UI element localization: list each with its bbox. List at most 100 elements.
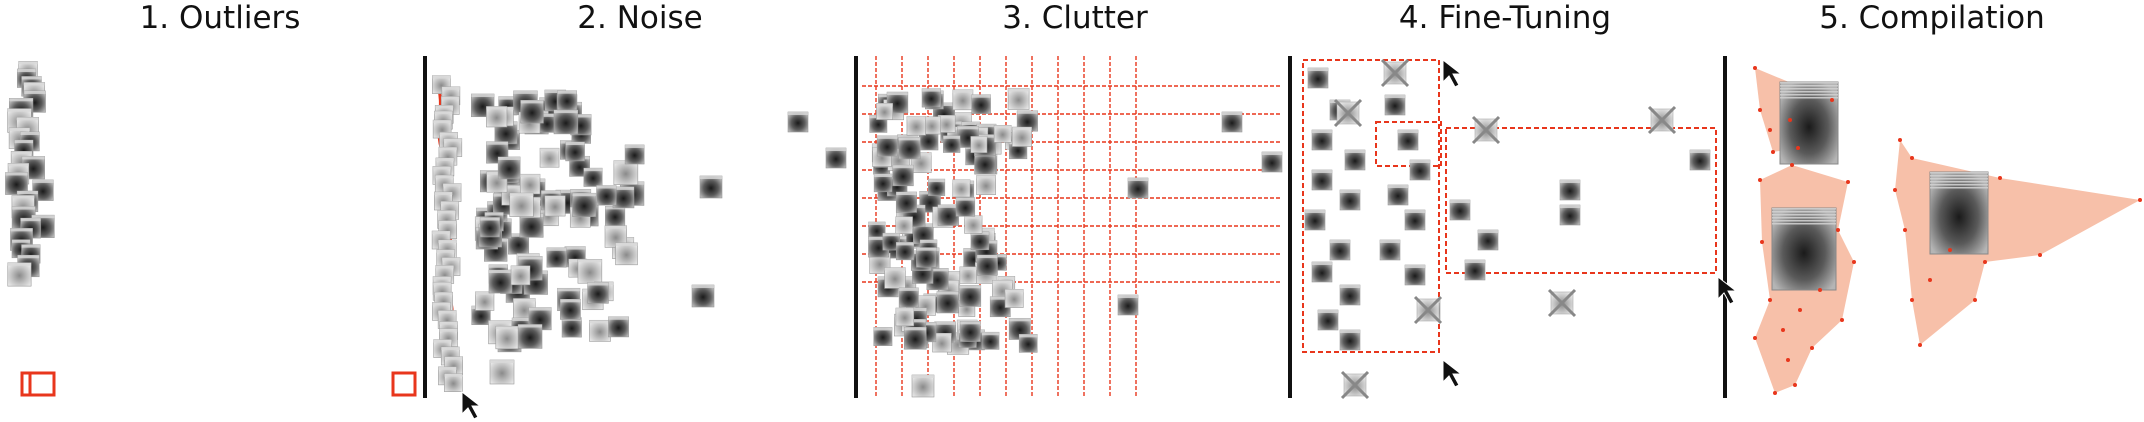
thumbnail <box>959 266 977 284</box>
hull-point <box>1910 298 1914 302</box>
removed-cross-icon <box>1413 295 1443 325</box>
thumbnail <box>1127 177 1149 199</box>
thumbnail <box>892 164 914 187</box>
thumbnail <box>560 298 581 320</box>
thumbnail <box>1221 111 1243 133</box>
thumbnail <box>519 173 541 195</box>
thumbnail <box>1449 199 1471 221</box>
hull-point <box>2038 253 2042 257</box>
thumbnail <box>974 152 996 175</box>
thumbnail <box>916 247 937 268</box>
hull-point <box>1910 156 1914 160</box>
removed-cross-icon <box>1340 370 1370 400</box>
thumbnail <box>520 100 544 124</box>
cursor-icon <box>1442 358 1463 388</box>
panel-fine-tuning: 4. Fine-Tuning <box>1290 0 1720 422</box>
hull-point <box>1790 163 1794 167</box>
removed-cross-icon <box>1647 105 1677 135</box>
thumbnail <box>1397 129 1419 151</box>
thumbnail <box>1559 204 1581 226</box>
hull-point <box>1810 346 1814 350</box>
thumbnail <box>539 147 560 168</box>
compiled-thumbnail <box>1771 207 1837 291</box>
thumbnail <box>787 111 809 133</box>
panel-title: 2. Noise <box>577 0 703 36</box>
hull-point <box>1840 318 1844 322</box>
hull-point <box>1788 118 1792 122</box>
hull-point <box>1918 343 1922 347</box>
panel-outliers: 1. Outliers <box>0 0 440 422</box>
thumbnail <box>1329 239 1351 261</box>
hull-point <box>1793 383 1797 387</box>
thumbnail <box>1387 184 1409 206</box>
thumbnail <box>976 175 996 195</box>
thumbnail <box>876 135 898 157</box>
thumbnail <box>937 204 959 226</box>
thumbnail <box>981 331 1000 350</box>
panel-title: 1. Outliers <box>139 0 301 36</box>
thumbnail <box>895 242 915 261</box>
thumbnail <box>952 179 971 198</box>
thumbnail <box>932 332 952 353</box>
thumbnail <box>1307 67 1329 89</box>
thumbnail <box>489 359 515 385</box>
hull-point <box>1771 150 1775 154</box>
hull-point <box>1798 308 1802 312</box>
thumbnail <box>873 173 893 193</box>
thumbnail <box>615 242 638 266</box>
hull-point <box>1768 128 1772 132</box>
thumbnail <box>561 317 582 338</box>
thumbnail <box>691 284 715 308</box>
thumbnail <box>911 374 935 398</box>
hull-point <box>1893 188 1897 192</box>
thumbnail <box>873 327 893 346</box>
thumbnail <box>583 167 603 187</box>
thumbnail <box>970 136 988 153</box>
thumbnail <box>993 125 1012 143</box>
thumbnail <box>884 267 906 289</box>
thumbnail <box>509 192 534 217</box>
thumbnail <box>605 206 626 227</box>
thumbnail <box>825 147 847 169</box>
thumbnail <box>1117 294 1139 316</box>
thumbnail <box>475 291 495 311</box>
thumbnail <box>1689 149 1711 171</box>
outlier-box-icon <box>20 371 56 397</box>
thumbnail <box>1018 334 1038 353</box>
thumbnail <box>488 269 513 294</box>
hull-points <box>1753 66 2142 395</box>
thumbnail <box>517 324 543 349</box>
thumbnail <box>1011 126 1032 147</box>
cursor-icon <box>1442 58 1463 88</box>
panel-clutter: 3. Clutter <box>855 0 1295 422</box>
hull-point <box>1928 278 1932 282</box>
hull-point <box>1818 288 1822 292</box>
removed-cross-icon <box>1471 115 1501 145</box>
thumbnail <box>5 172 28 195</box>
hull-point <box>1753 336 1757 340</box>
cursor-icon <box>461 390 482 420</box>
hull-point <box>1973 298 1977 302</box>
thumbnail <box>546 247 567 268</box>
thumbnail <box>587 282 609 304</box>
hull-point <box>1903 228 1907 232</box>
thumbnail <box>624 144 645 165</box>
thumbnail <box>1379 239 1401 261</box>
thumbnail <box>970 231 990 251</box>
hull-point <box>1753 66 1757 70</box>
thumbnail <box>565 141 585 162</box>
hull-point <box>1758 108 1762 112</box>
compiled-thumbnail <box>1929 171 1989 255</box>
thumbnail <box>510 265 531 286</box>
hull-point <box>1898 138 1902 142</box>
thumbnail <box>589 319 611 342</box>
thumbnail <box>577 259 603 284</box>
thumbnail <box>959 321 981 342</box>
panel-noise: 2. Noise <box>420 0 860 422</box>
thumbnail <box>882 232 901 251</box>
thumbnail <box>7 262 32 287</box>
thumbnail <box>895 191 917 213</box>
compiled-thumbnail <box>1779 81 1839 165</box>
thumbnail <box>1344 149 1366 171</box>
